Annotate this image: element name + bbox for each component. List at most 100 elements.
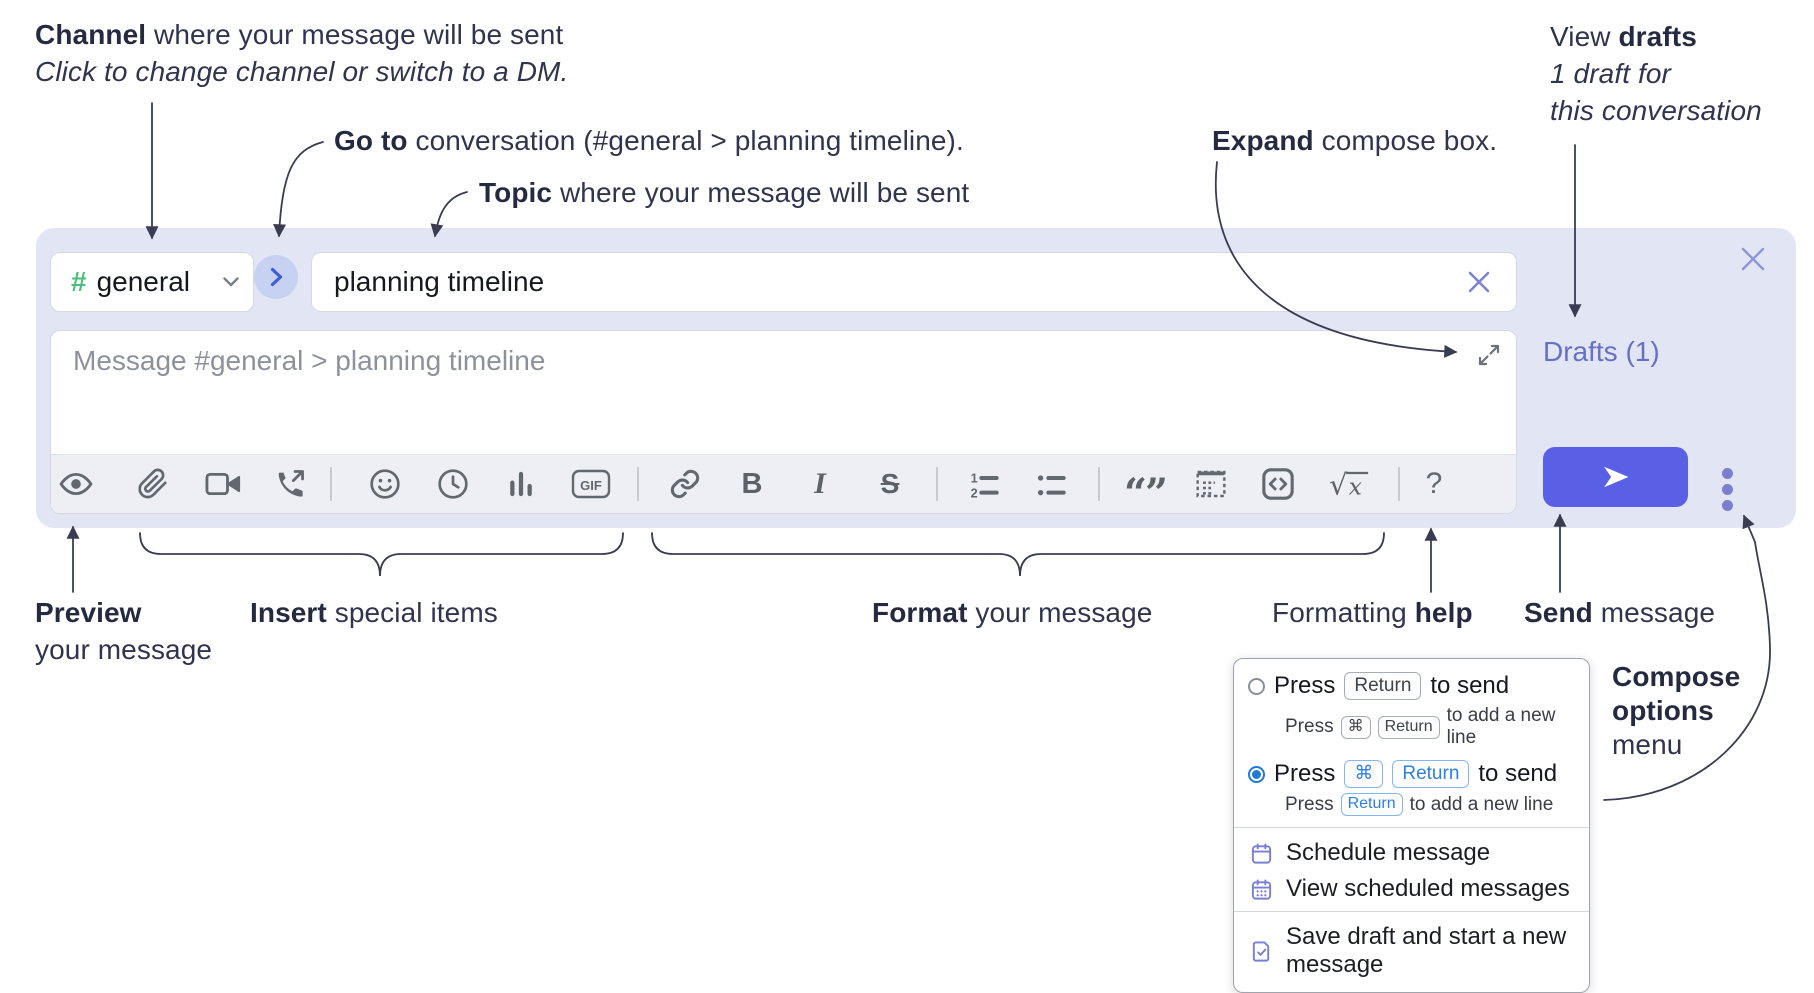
compose-options-menu-button[interactable] [1707,458,1747,520]
time-mention-button[interactable] [431,455,475,513]
spoiler-button[interactable] [1189,455,1233,513]
vertical-dots-icon [1721,483,1733,495]
menu-divider [1234,911,1589,912]
leader-go-to [273,141,324,238]
preview-button[interactable] [54,455,98,513]
link-button[interactable] [663,455,707,513]
annotation-formatting-help: Formatting help [1272,597,1473,628]
draft-check-icon [1252,940,1270,962]
italic-icon: I [814,467,826,500]
annotation-preview: Preview your message [35,597,213,665]
brace-insert [139,532,624,577]
video-camera-icon [205,472,241,496]
close-compose-button[interactable] [1736,242,1770,276]
bar-chart-icon [510,471,532,497]
chevron-down-icon [223,277,239,287]
smiley-icon [370,469,400,499]
emoji-button[interactable] [363,455,407,513]
clock-icon [438,469,468,499]
phone-call-icon [278,470,304,497]
numbered-list-icon: 1 2 [971,472,999,500]
toolbar-divider [936,467,938,501]
expand-compose-button[interactable] [1476,342,1502,368]
channel-name: general [96,266,190,297]
video-call-button[interactable] [201,455,245,513]
quote-button[interactable]: “” [1123,455,1168,517]
channel-selector[interactable]: # general [50,252,254,312]
compose-box: # general planning timeline Message #gen… [36,228,1796,528]
attach-file-button[interactable] [131,455,175,513]
topic-value: planning timeline [334,266,545,297]
math-button[interactable]: √ x [1328,455,1372,513]
calendar-icon [1251,842,1272,864]
toolbar-divider [637,467,639,501]
return-key: Return [1340,793,1403,816]
question-mark-icon: ? [1425,467,1443,500]
annotation-format: Format your message [872,597,1153,628]
return-key: Return [1392,760,1470,788]
math-latex-icon: √ x [1329,468,1369,500]
cmd-key: ⌘ [1340,715,1371,739]
return-key: Return [1377,715,1440,739]
message-formatting-help-button[interactable]: ? [1412,455,1456,513]
message-placeholder: Message #general > planning timeline [73,345,546,376]
compose-toolbar: GIF B I S [51,454,1516,517]
poll-button[interactable] [499,455,543,513]
radio-selected-icon[interactable] [1248,765,1265,783]
toolbar-divider [1098,467,1100,501]
svg-text:1: 1 [971,472,978,486]
numbered-list-button[interactable]: 1 2 [962,455,1006,513]
spoiler-icon [1196,470,1226,498]
close-icon [1468,271,1490,293]
radio-unselected-icon[interactable] [1248,677,1265,695]
annotation-view-drafts: View drafts 1 draft for this conversatio… [1550,21,1762,126]
toolbar-divider [1398,467,1400,501]
option-cmd-enter-to-send-hint: Press Return to add a new line [1285,793,1554,816]
topic-input[interactable]: planning timeline [311,252,1517,312]
strikethrough-icon: S [880,468,900,499]
menu-item-view-scheduled[interactable]: View scheduled messages [1248,871,1575,907]
svg-text:2: 2 [971,486,978,500]
message-compose-area[interactable]: Message #general > planning timeline [50,330,1517,514]
annotation-expand: Expand compose box. [1212,125,1498,156]
bulleted-list-button[interactable] [1029,455,1073,513]
drafts-link[interactable]: Drafts (1) [1543,336,1660,367]
toolbar-divider [330,467,332,501]
bulleted-list-icon [1037,475,1066,496]
code-button[interactable] [1256,455,1300,513]
compose-options-popup: Press Return to send Press ⌘ Return to a… [1233,658,1590,993]
link-icon [670,469,700,499]
annotation-topic: Topic where your message will be sent [479,177,970,208]
annotation-compose-options: Compose options menu [1612,661,1741,760]
option-enter-to-send-hint: Press ⌘ Return to add a new line [1285,705,1556,748]
option-cmd-enter-to-send[interactable]: Press ⌘ Return to send [1248,760,1575,788]
gif-icon: GIF [571,469,611,499]
menu-item-schedule-message[interactable]: Schedule message [1248,835,1575,871]
svg-text:√: √ [1329,468,1348,500]
bold-button[interactable]: B [730,455,774,513]
quote-icon: “” [1123,470,1168,517]
code-icon [1262,468,1294,500]
vertical-dots-icon [1721,467,1733,479]
voice-call-button[interactable] [268,455,312,513]
channel-hash-icon: # [71,266,87,297]
go-to-conversation-button[interactable] [254,255,298,299]
italic-button[interactable]: I [798,455,842,513]
return-key: Return [1344,672,1422,700]
topic-clear-button[interactable] [1462,265,1496,299]
bold-icon: B [741,467,763,500]
gif-button[interactable]: GIF [569,455,613,513]
svg-text:x: x [1349,473,1362,500]
eye-icon [59,472,93,496]
annotation-channel: Channel where your message will be sent … [35,19,569,87]
strikethrough-button[interactable]: S [868,455,912,513]
option-enter-to-send[interactable]: Press Return to send [1248,672,1575,700]
expand-icon [1478,344,1500,366]
svg-text:GIF: GIF [580,478,602,493]
annotation-go-to: Go to conversation (#general > planning … [334,125,964,156]
send-icon [1603,466,1628,488]
close-icon [1741,247,1765,271]
menu-item-save-draft[interactable]: Save draft and start a new message [1248,919,1575,983]
brace-format [651,532,1385,577]
send-button[interactable] [1543,447,1688,507]
